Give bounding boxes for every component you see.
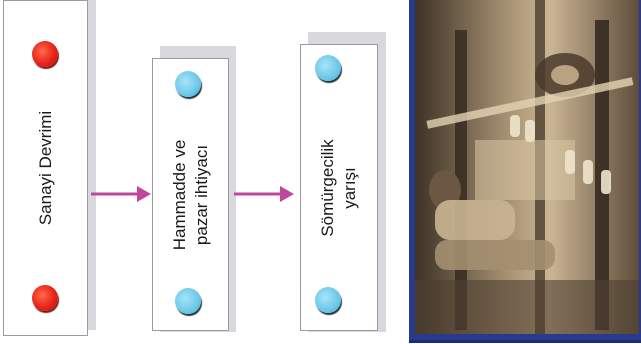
blue-dot-top xyxy=(175,71,201,97)
step-label: Sömürgecilik yarışı xyxy=(317,139,361,236)
factory-photo-art xyxy=(415,0,639,334)
arrow-right-2 xyxy=(234,183,296,205)
arrow-right-1 xyxy=(91,183,153,205)
blue-dot-top xyxy=(315,55,341,81)
step-card-hammadde: Hammadde ve pazar ihtiyacı xyxy=(152,58,229,331)
photo-frame xyxy=(409,0,641,343)
step-label: Hammadde ve pazar ihtiyacı xyxy=(169,139,213,250)
blue-dot-bottom xyxy=(175,288,201,314)
factory-photo xyxy=(415,0,639,334)
step-card-sanayi-devrimi: Sanayi Devrimi xyxy=(3,0,88,336)
red-dot-bottom xyxy=(32,285,58,311)
blue-dot-bottom xyxy=(315,287,341,313)
step-label: Sanayi Devrimi xyxy=(35,111,57,225)
step-card-somurgecilik: Sömürgecilik yarışı xyxy=(300,44,378,331)
red-dot-top xyxy=(32,41,58,67)
